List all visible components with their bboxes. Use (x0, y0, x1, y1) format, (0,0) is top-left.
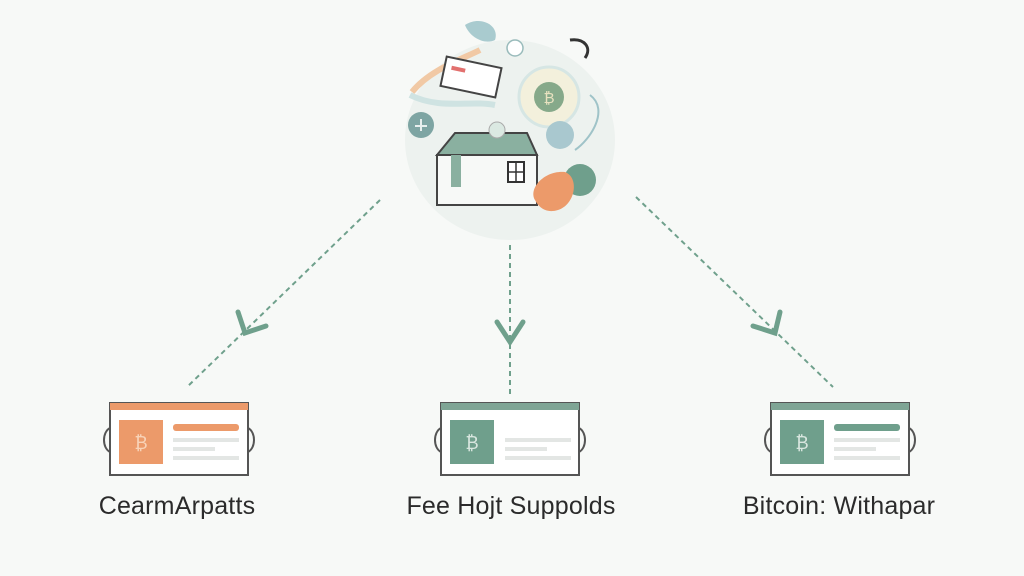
arrow-right (635, 196, 834, 388)
arrow-left (186, 199, 381, 388)
svg-text:₿: ₿ (465, 433, 478, 454)
branch-label-middle: Fee Hojt Suppolds (406, 492, 616, 520)
card-middle: ₿ (434, 402, 586, 476)
arrows (186, 196, 834, 395)
svg-text:₿: ₿ (134, 433, 147, 454)
svg-text:₿: ₿ (543, 89, 554, 107)
branch-label-left: CearmArpatts (98, 492, 256, 520)
bitcoin-coin-icon (534, 82, 564, 112)
card-left: ₿ (103, 402, 255, 476)
arrowhead-right (750, 309, 783, 337)
svg-text:₿: ₿ (795, 433, 808, 454)
card-right: ₿ (764, 402, 916, 476)
arrowhead-left (235, 309, 269, 337)
arrowhead-middle (494, 319, 526, 347)
branch-label-right: Bitcoin: Withapar (742, 492, 936, 520)
card-icon (439, 55, 503, 99)
hub-illustration: ₿ (405, 20, 615, 240)
house-icon (434, 132, 539, 206)
